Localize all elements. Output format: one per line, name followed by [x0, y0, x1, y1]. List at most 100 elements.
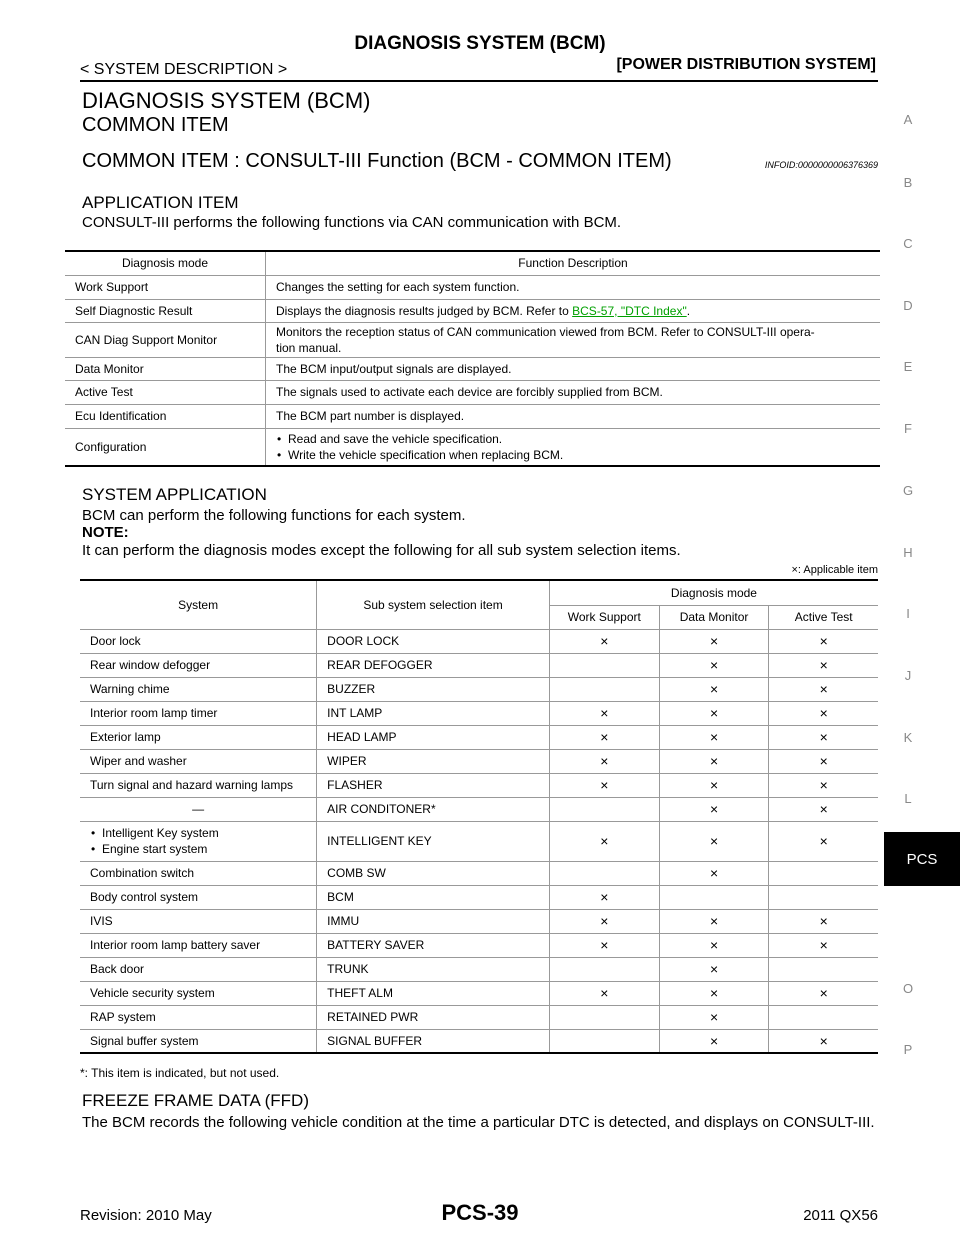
- sub-system-cell: RETAINED PWR: [316, 1005, 550, 1030]
- side-index-letter[interactable]: J: [904, 668, 912, 683]
- side-index-letter[interactable]: C: [903, 236, 913, 251]
- desc-cell: The BCM part number is displayed.: [265, 404, 880, 429]
- side-index-letter[interactable]: G: [902, 483, 914, 498]
- bullet-list: Intelligent Key systemEngine start syste…: [90, 825, 306, 857]
- info-id: INFOID:0000000006376369: [764, 160, 878, 170]
- subsection-title: COMMON ITEM : CONSULT-III Function (BCM …: [82, 150, 672, 172]
- system-cell: Intelligent Key systemEngine start syste…: [80, 821, 318, 862]
- work-support-mark: ×: [549, 981, 660, 1006]
- sub-system-cell: FLASHER: [316, 773, 550, 798]
- desc-cell: The signals used to activate each device…: [265, 380, 880, 405]
- header-title: DIAGNOSIS SYSTEM (BCM): [354, 33, 606, 54]
- data-monitor-mark: ×: [659, 981, 770, 1006]
- active-test-mark: [768, 1005, 878, 1030]
- side-index-letter[interactable]: O: [902, 981, 914, 996]
- mode-cell: Self Diagnostic Result: [65, 299, 266, 323]
- ffd-text: The BCM records the following vehicle co…: [82, 1114, 875, 1131]
- side-index-letter[interactable]: H: [903, 545, 913, 560]
- page-number: PCS-39: [441, 1200, 519, 1225]
- side-index-letter[interactable]: L: [904, 791, 912, 806]
- col-header-sub: Sub system selection item: [316, 580, 550, 630]
- ffd-heading: FREEZE FRAME DATA (FFD): [82, 1091, 309, 1110]
- col-header-ws: Work Support: [549, 605, 660, 630]
- data-monitor-mark: ×: [659, 933, 770, 958]
- table-header-row: System Sub system selection item Diagnos…: [80, 580, 878, 630]
- work-support-mark: [549, 1005, 660, 1030]
- data-monitor-mark: ×: [659, 701, 770, 726]
- system-cell: Signal buffer system: [80, 1029, 318, 1054]
- active-test-mark: ×: [768, 725, 878, 750]
- system-cell: Back door: [80, 957, 318, 982]
- desc-text: Displays the diagnosis results judged by…: [276, 303, 573, 318]
- data-monitor-mark: ×: [659, 797, 770, 822]
- active-test-mark: ×: [768, 1029, 878, 1054]
- mode-cell: Work Support: [65, 275, 266, 300]
- col-header-at: Active Test: [768, 605, 878, 630]
- section-title: COMMON ITEM: [82, 114, 229, 136]
- table-row: Self Diagnostic Result Displays the diagn…: [65, 299, 880, 323]
- work-support-mark: [549, 797, 660, 822]
- side-index-letter[interactable]: A: [903, 112, 913, 127]
- footnote: *: This item is indicated, but not used.: [80, 1066, 280, 1080]
- reference-link[interactable]: BCS-57, "DTC Index": [572, 303, 687, 318]
- system-cell: Interior room lamp battery saver: [80, 933, 318, 958]
- desc-cell: The BCM input/output signals are display…: [265, 357, 880, 381]
- data-monitor-mark: ×: [659, 861, 770, 886]
- side-index-letter[interactable]: D: [903, 298, 913, 313]
- side-index-letter[interactable]: E: [903, 359, 913, 374]
- work-support-mark: ×: [549, 725, 660, 750]
- sub-system-cell: AIR CONDITONER*: [316, 797, 550, 822]
- sub-system-cell: WIPER: [316, 749, 550, 774]
- system-cell: Body control system: [80, 885, 318, 910]
- col-header-mode: Diagnosis mode: [549, 580, 878, 606]
- sub-system-cell: BATTERY SAVER: [316, 933, 550, 958]
- active-test-mark: [768, 861, 878, 886]
- table-row: —AIR CONDITONER* ××: [80, 797, 878, 822]
- system-cell: Warning chime: [80, 677, 318, 702]
- data-monitor-mark: ×: [659, 653, 770, 678]
- side-index-letter[interactable]: K: [903, 730, 913, 745]
- system-cell: —: [80, 797, 318, 822]
- system-table: System Sub system selection item Diagnos…: [80, 579, 878, 1054]
- mode-cell: Ecu Identification: [65, 404, 266, 429]
- active-test-mark: ×: [768, 933, 878, 958]
- data-monitor-mark: ×: [659, 677, 770, 702]
- side-index-letter[interactable]: I: [906, 606, 910, 621]
- col-header-mode: Diagnosis mode: [65, 251, 266, 276]
- side-index-letter[interactable]: B: [903, 175, 913, 190]
- system-cell: Exterior lamp: [80, 725, 318, 750]
- active-test-mark: ×: [768, 773, 878, 798]
- active-test-mark: ×: [768, 653, 878, 678]
- data-monitor-mark: ×: [659, 909, 770, 934]
- note-label: NOTE:: [82, 524, 129, 541]
- active-test-mark: ×: [768, 797, 878, 822]
- page-title: DIAGNOSIS SYSTEM (BCM): [82, 88, 371, 113]
- sub-system-cell: COMB SW: [316, 861, 550, 886]
- side-index-letter[interactable]: F: [904, 421, 912, 436]
- data-monitor-mark: ×: [659, 773, 770, 798]
- work-support-mark: ×: [549, 629, 660, 654]
- desc-text: .: [686, 303, 691, 318]
- active-test-mark: ×: [768, 821, 878, 862]
- system-cell: Combination switch: [80, 861, 318, 886]
- system-cell: Turn signal and hazard warning lamps: [80, 773, 318, 798]
- system-cell: Rear window defogger: [80, 653, 318, 678]
- header-system: [POWER DISTRIBUTION SYSTEM]: [616, 56, 876, 73]
- data-monitor-mark: [659, 885, 770, 910]
- list-item: Intelligent Key system: [91, 825, 306, 841]
- col-header-dm: Data Monitor: [659, 605, 770, 630]
- side-tab-pcs[interactable]: PCS: [884, 832, 960, 886]
- work-support-mark: ×: [549, 701, 660, 726]
- side-index-letter[interactable]: P: [903, 1042, 913, 1057]
- work-support-mark: ×: [549, 885, 660, 910]
- table-row: Intelligent Key systemEngine start syste…: [80, 821, 878, 862]
